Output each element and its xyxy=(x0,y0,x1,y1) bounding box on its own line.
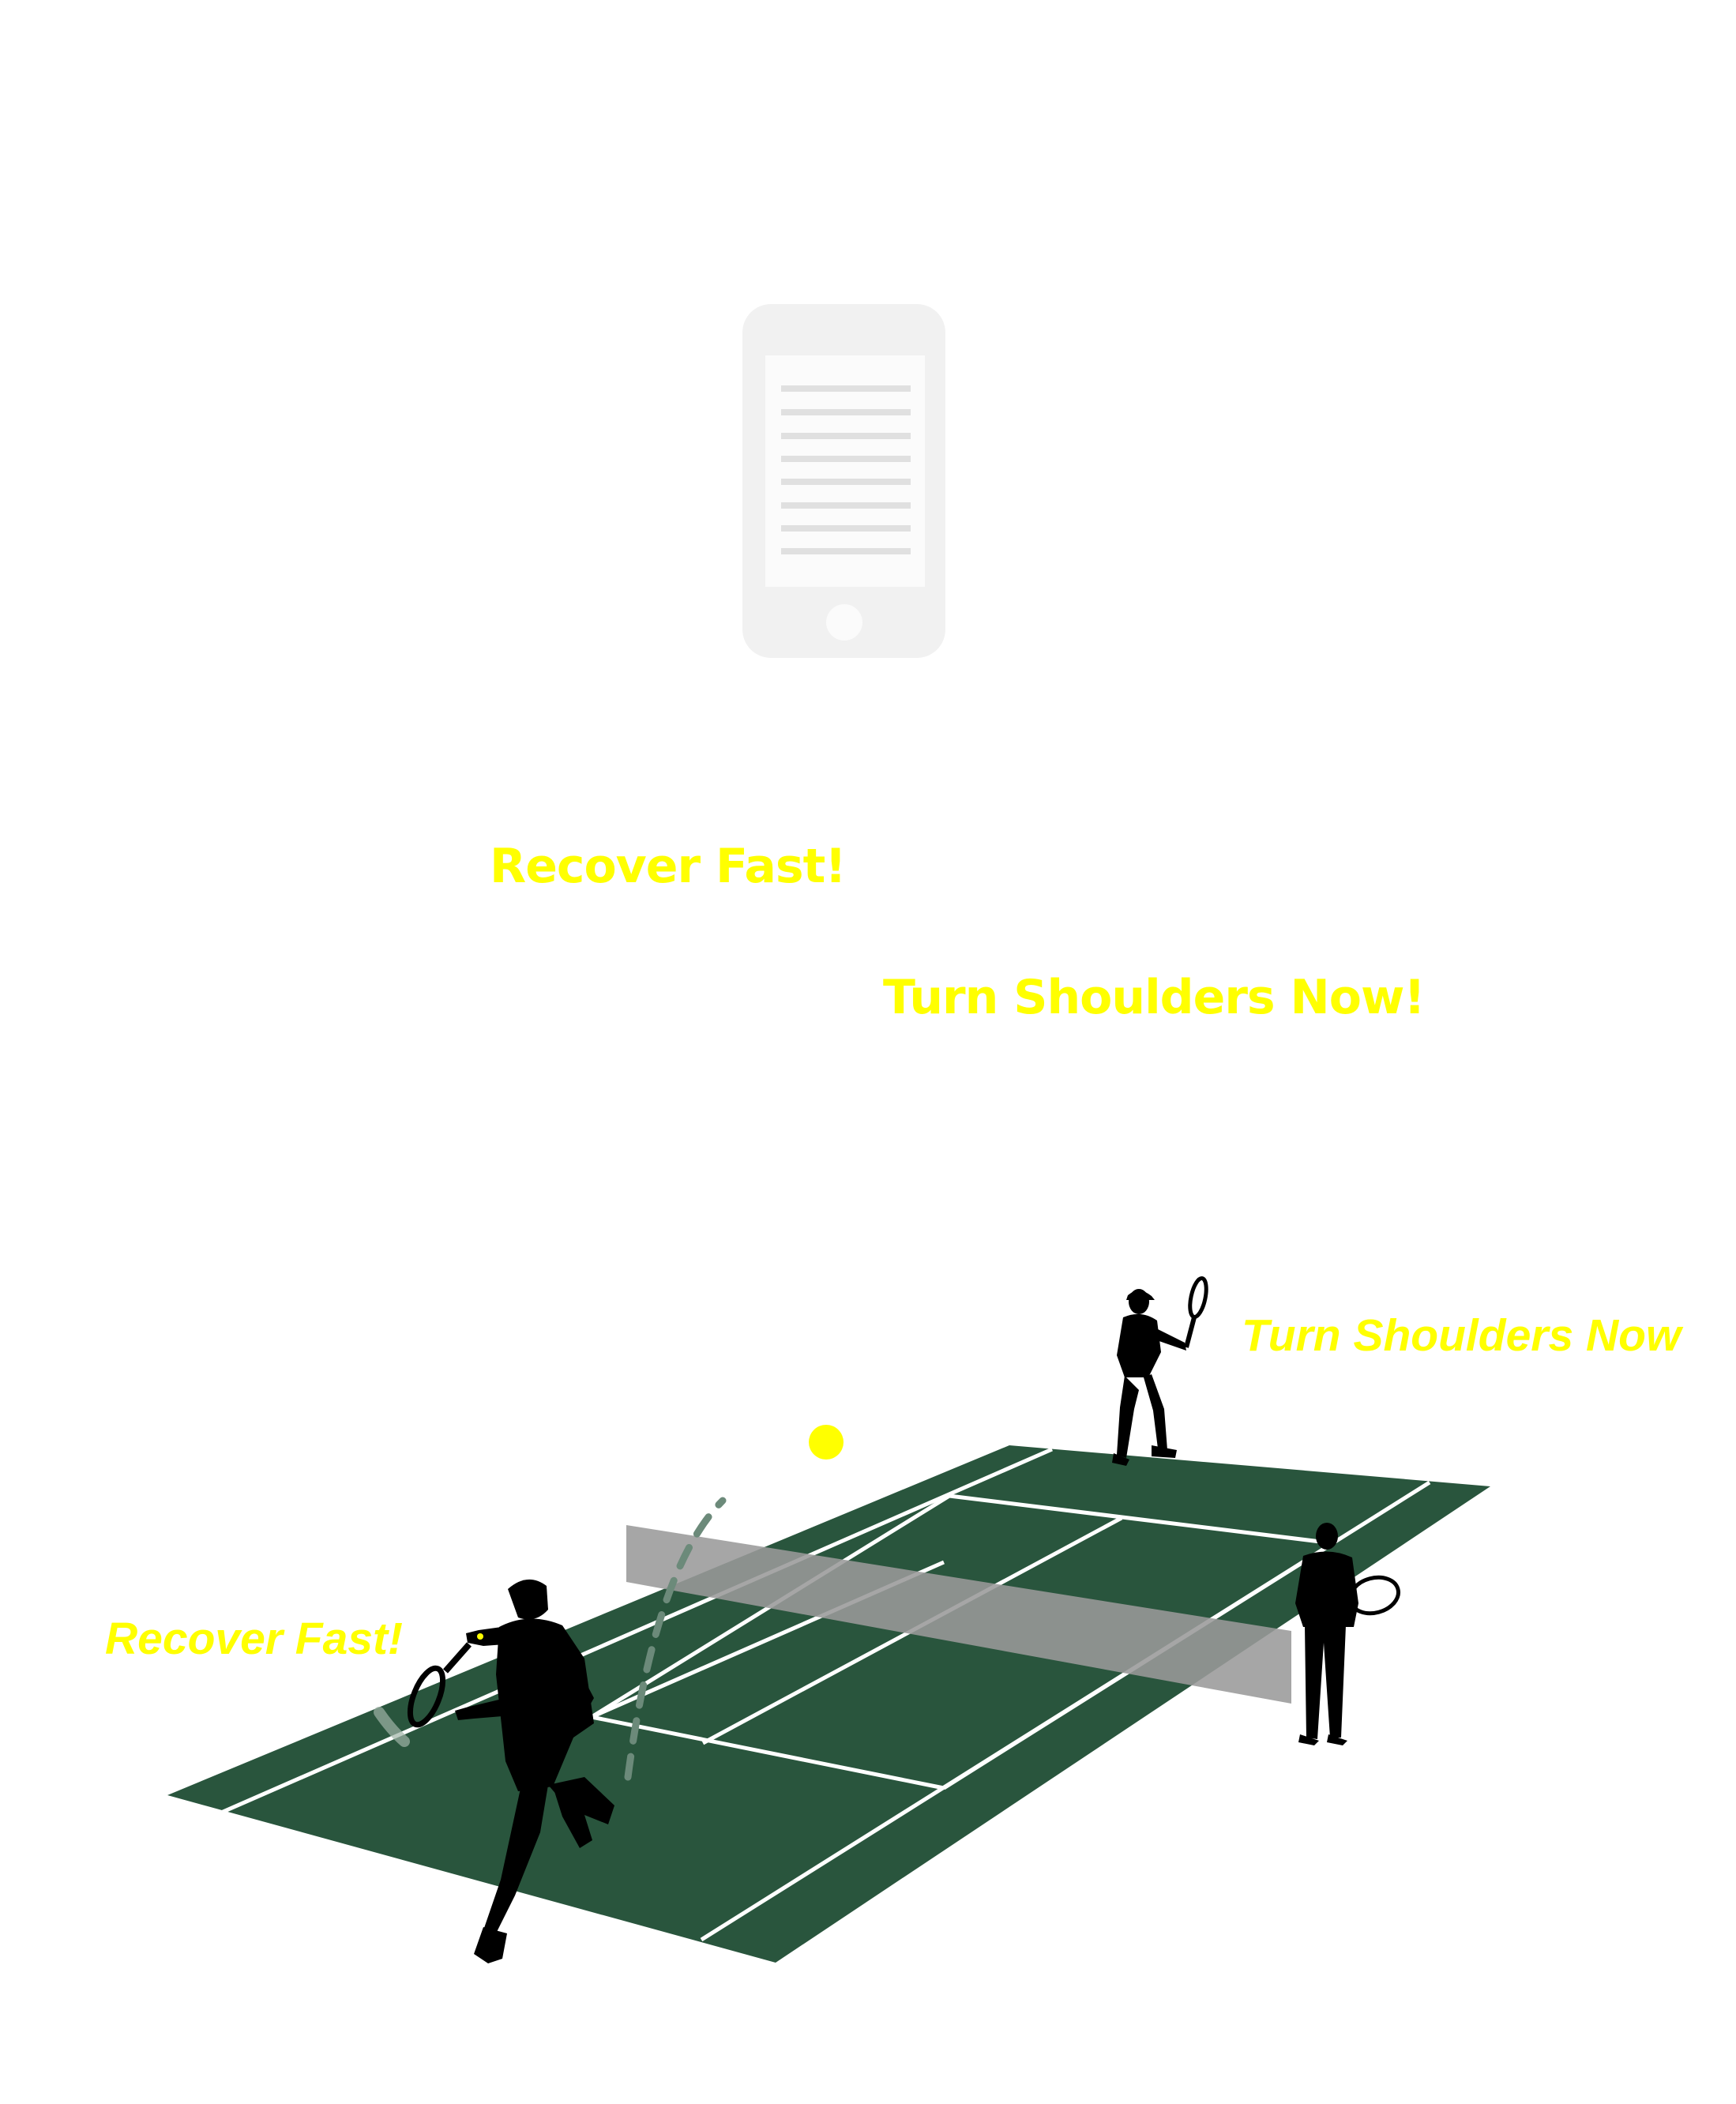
player-right xyxy=(1295,1523,1400,1745)
cue-recover-fast-top: Recover Fast! xyxy=(490,839,847,894)
tennis-ball-icon xyxy=(809,1425,844,1460)
cue-recover-fast-side: Recover Fast! xyxy=(105,1614,403,1664)
player-near xyxy=(407,1579,614,1963)
smartphone-icon xyxy=(742,304,945,658)
ball-trajectory xyxy=(624,1497,727,1781)
swing-trail xyxy=(374,1707,410,1747)
tennis-net xyxy=(626,1525,1291,1704)
player-far xyxy=(1112,1276,1208,1466)
tennis-court xyxy=(167,1445,1490,1963)
cue-turn-shoulders-top: Turn Shoulders Now! xyxy=(883,970,1426,1025)
cue-turn-shoulders-side: Turn Shoulders Now xyxy=(1242,1310,1682,1361)
